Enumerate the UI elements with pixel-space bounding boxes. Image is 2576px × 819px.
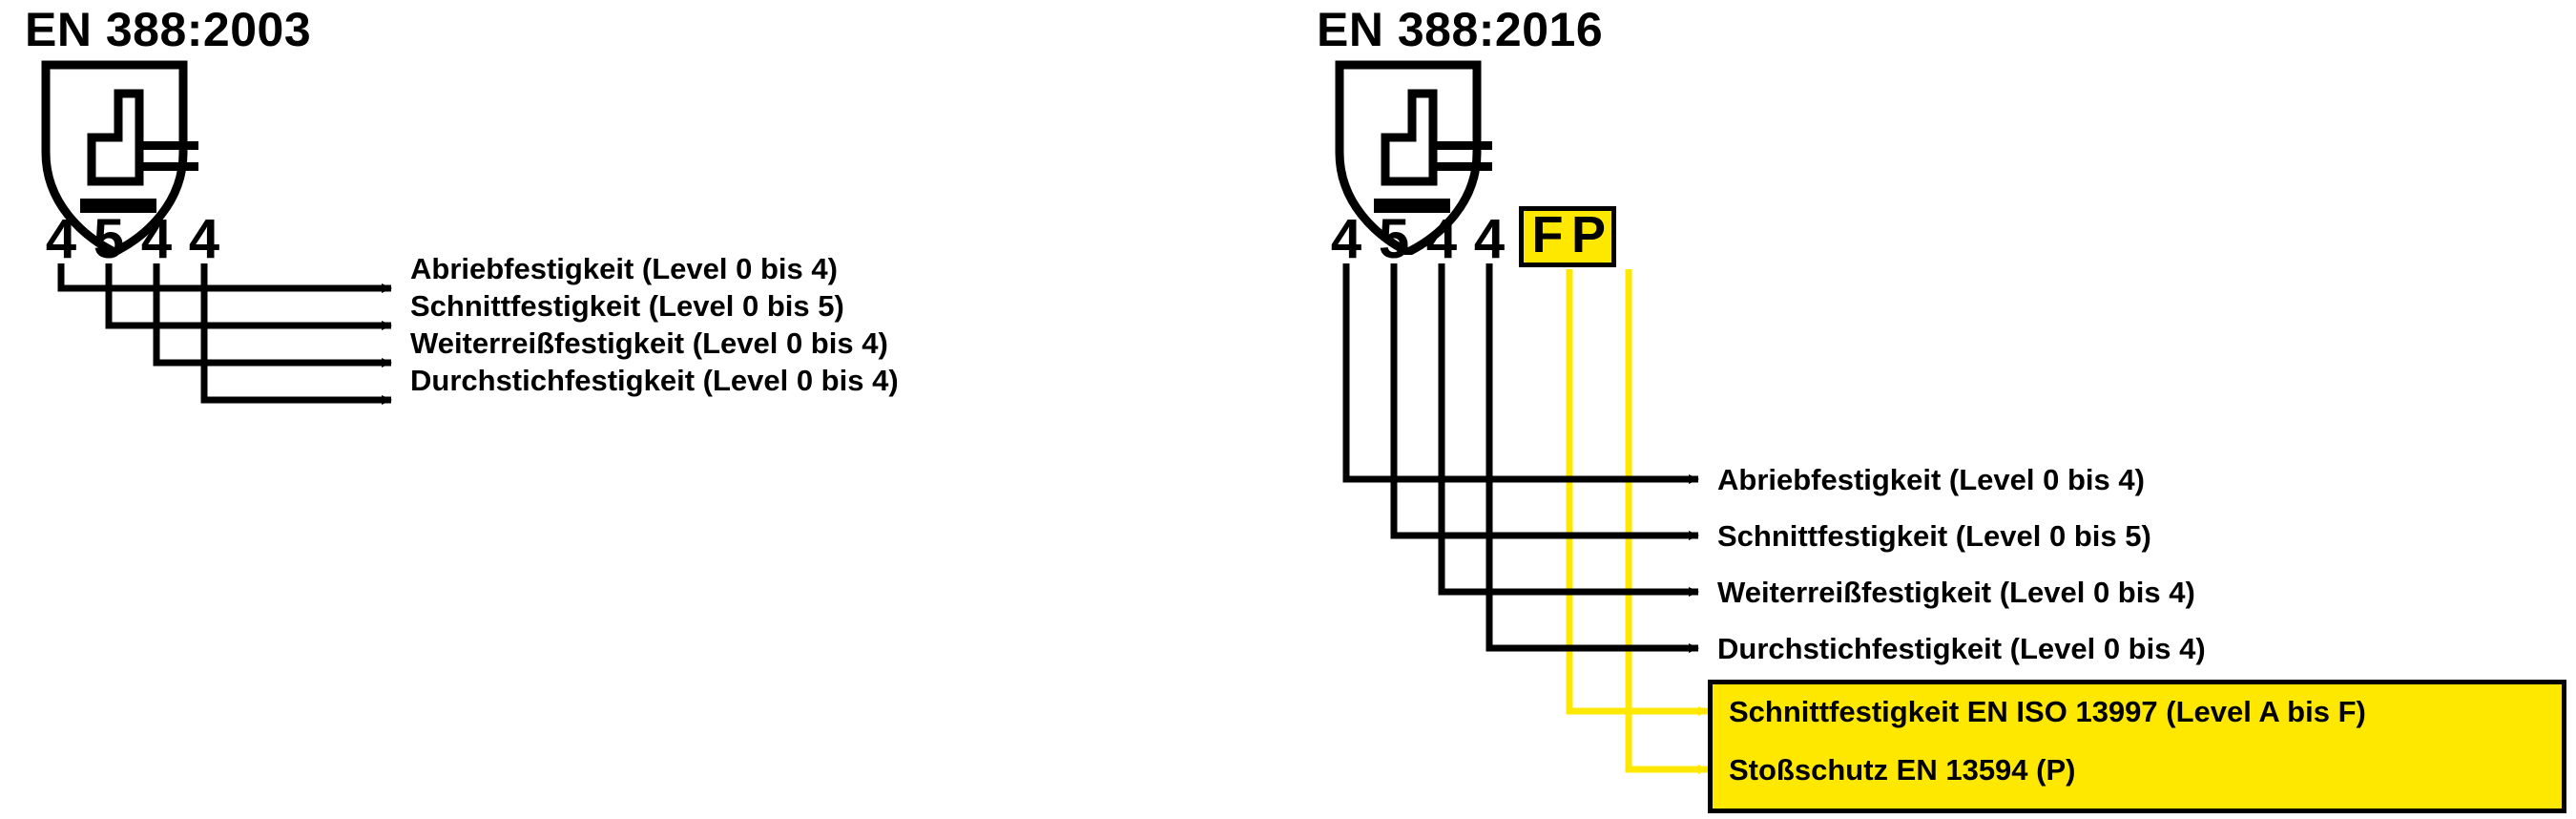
- code-letter-f: F: [1531, 206, 1564, 263]
- connector-lines-2003: [57, 263, 392, 405]
- en388-shield-icon-2016: [1315, 50, 1506, 260]
- digit-tear: 4: [140, 208, 173, 270]
- panel-en388-2016: EN 388:2016: [1288, 0, 2576, 819]
- highlight-box-2016: [1708, 680, 2566, 813]
- code-letter-p: P: [1571, 206, 1607, 263]
- label-abrasion-2016: Abriebfestigkeit (Level 0 bis 4): [1717, 463, 2145, 496]
- panel-en388-2003: EN 388:2003 4 5 4 4: [21, 3, 899, 405]
- label-abrasion-2003: Abriebfestigkeit (Level 0 bis 4): [410, 252, 838, 285]
- performance-digits-2016: 4 5 4 4 F P: [1328, 206, 1616, 270]
- label-cut-2003: Schnittfestigkeit (Level 0 bis 5): [410, 289, 844, 323]
- digit-tear: 4: [1425, 208, 1458, 270]
- page-title-2016: EN 388:2016: [1317, 3, 1604, 56]
- label-impact-en13594: Stoßschutz EN 13594 (P): [1729, 753, 2076, 787]
- label-puncture-2016: Durchstichfestigkeit (Level 0 bis 4): [1717, 632, 2206, 665]
- en388-shield-icon-2003: [21, 50, 212, 260]
- digit-abrasion: 4: [1330, 208, 1362, 270]
- extra-codes-box: F P: [1519, 206, 1616, 267]
- digit-cut: 5: [1378, 208, 1410, 270]
- digit-cut: 5: [93, 208, 125, 270]
- digit-abrasion: 4: [45, 208, 77, 270]
- label-cut-2016: Schnittfestigkeit (Level 0 bis 5): [1717, 519, 2151, 553]
- page-title-2003: EN 388:2003: [25, 3, 312, 56]
- digit-puncture: 4: [188, 208, 220, 270]
- label-tear-2003: Weiterreißfestigkeit (Level 0 bis 4): [410, 326, 888, 360]
- label-puncture-2003: Durchstichfestigkeit (Level 0 bis 4): [410, 364, 899, 397]
- performance-digits-2003: 4 5 4 4: [43, 208, 222, 267]
- label-cut-iso13997: Schnittfestigkeit EN ISO 13997 (Level A …: [1729, 695, 2366, 728]
- digit-puncture: 4: [1473, 208, 1506, 270]
- label-tear-2016: Weiterreißfestigkeit (Level 0 bis 4): [1717, 576, 2195, 609]
